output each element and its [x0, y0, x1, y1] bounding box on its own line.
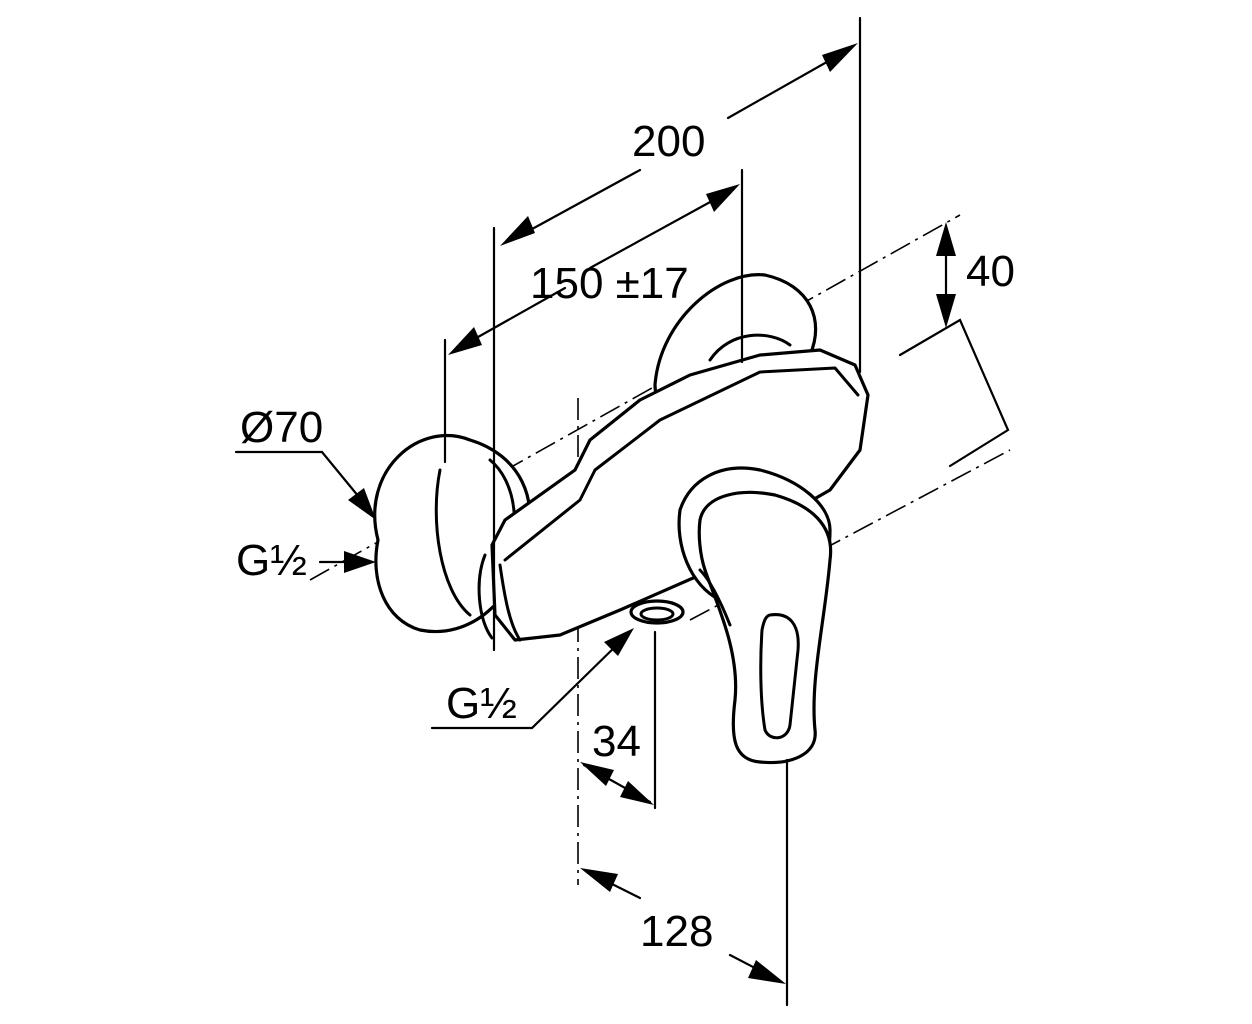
right-flange-inner-ring [708, 333, 792, 362]
dim-200: 200 [500, 43, 858, 246]
dim-34-arrow-left [580, 762, 614, 786]
extension-lines [443, 16, 1010, 1007]
dim-40-arrow-bottom [936, 294, 956, 328]
dim-34-arrow-right [620, 781, 654, 805]
dim-inlet-thread: G½ [236, 536, 376, 585]
mixer-body-outline [490, 348, 870, 642]
dim-150-arrow-right [706, 184, 740, 212]
dim-diameter-70-label: Ø70 [240, 403, 323, 452]
dim-150-line-upper [588, 188, 734, 270]
handle-grip-opening [759, 613, 800, 740]
dim-diameter-70: Ø70 [234, 403, 376, 520]
handle-lever [677, 466, 833, 765]
dim-outlet-thread: G½ [430, 628, 634, 730]
dim-150: 150 ±17 [448, 184, 740, 355]
dim-40-arrow-top [936, 222, 956, 256]
inlet-thread-arrow [344, 551, 376, 573]
mixer-body-top-edge [503, 366, 860, 562]
dim-150-arrow-left [448, 327, 482, 355]
lower-axis-line [689, 449, 1011, 621]
outlet-nipple-bore [639, 606, 675, 622]
dim-128: 128 [580, 868, 786, 984]
dim-200-label: 200 [632, 117, 705, 166]
inlet-stub-left [477, 553, 494, 640]
dim-diameter-70-arrow [348, 488, 376, 520]
dim-34-label: 34 [592, 717, 641, 766]
dim-40-label: 40 [966, 247, 1015, 296]
left-flange-inner-ring [434, 468, 472, 617]
outlet-thread-label: G½ [446, 679, 517, 728]
dim-diameter-70-leader [234, 450, 370, 510]
dim-200-line-lower [510, 168, 642, 242]
dim-128-arrow-left [580, 868, 618, 892]
inlet-thread-label: G½ [236, 536, 307, 585]
dim-150-label: 150 ±17 [530, 259, 689, 308]
dim-200-arrow-right [822, 43, 858, 72]
dim-34: 34 [580, 717, 654, 805]
ext-40-bracket [898, 318, 1010, 468]
dim-40: 40 [936, 222, 1015, 328]
outlet-thread-leader [430, 638, 624, 730]
outlet-nipple [629, 599, 685, 625]
dim-128-arrow-right [748, 960, 786, 984]
handle-lever-body [697, 490, 833, 765]
dim-128-label: 128 [640, 907, 713, 956]
handle-neck [698, 568, 732, 627]
mixer-body-front-edge [498, 563, 522, 642]
outlet-thread-arrow [604, 628, 634, 656]
dim-200-arrow-left [500, 216, 535, 246]
mixer-body [477, 348, 870, 642]
